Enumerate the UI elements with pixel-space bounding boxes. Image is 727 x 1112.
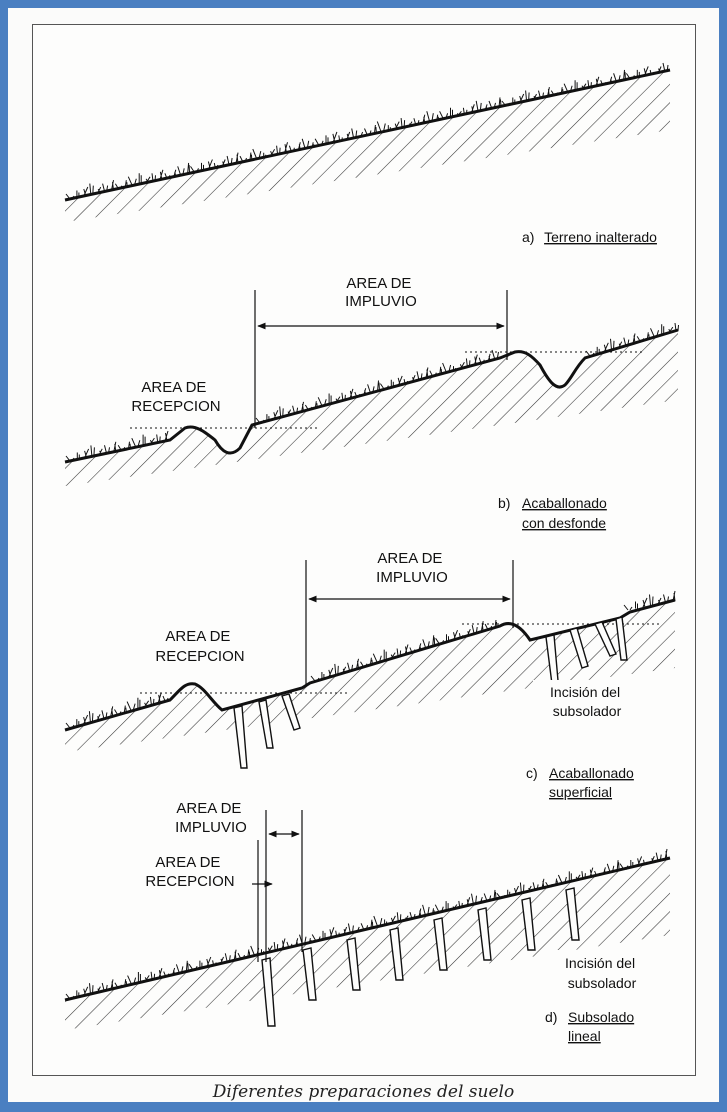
panel-a-label: a) Terreno inalterado: [522, 229, 657, 245]
figure-caption: Diferentes preparaciones del suelo: [212, 1082, 515, 1102]
subsoiler-cut: [233, 705, 248, 769]
subsoiler-cut: [346, 937, 361, 991]
subsoiler-cut: [258, 699, 274, 749]
grass-blades: [255, 349, 499, 424]
grass-blades: [623, 590, 676, 611]
panel-b-label: b) Acaballonado con desfonde: [498, 495, 611, 531]
subsoiler-cut: [521, 897, 536, 951]
subsoiler-cut: [477, 907, 492, 961]
subsoiler-cut: [565, 887, 580, 941]
panel-a: a) Terreno inalterado: [64, 62, 671, 245]
grass-b2: [255, 349, 499, 424]
grass-blades: [65, 430, 169, 462]
grass-blades: [65, 848, 668, 1000]
impluvio-label-b: AREA DE IMPLUVIO: [345, 275, 417, 310]
subsoiler-cut: [615, 616, 628, 661]
panel-b: AREA DE IMPLUVIO AREA DE RECEPCION b) Ac…: [64, 275, 679, 531]
recepcion-label-b: AREA DE RECEPCION: [131, 379, 220, 415]
soil-hatch-d: [65, 858, 670, 1030]
recepcion-label-d: AREA DE RECEPCION: [145, 854, 234, 890]
panel-c: AREA DE IMPLUVIO AREA DE RECEPCION Incis…: [64, 550, 676, 800]
grass-b1: [65, 430, 169, 462]
subsoiler-cut: [281, 693, 301, 731]
grass-blades: [65, 692, 169, 729]
subsoiler-cut: [302, 947, 317, 1001]
panel-d-label: d) Subsolado lineal: [545, 1009, 638, 1044]
grass-c3: [623, 590, 676, 611]
grass-c1: [65, 692, 169, 729]
subsoiler-cuts-c: [233, 616, 628, 769]
grass-d: [65, 848, 668, 1000]
panel-c-label: c) Acaballonado superficial: [526, 765, 638, 800]
impluvio-label-c: AREA DE IMPLUVIO: [376, 550, 448, 586]
grass-c2: [310, 619, 498, 682]
recepcion-label-c: AREA DE RECEPCION: [155, 628, 244, 665]
grass-a: [65, 62, 669, 200]
incision-label-d: Incisión del subsolador: [565, 955, 639, 991]
subsoiler-cut: [433, 917, 448, 971]
soil-hatch-a: [65, 70, 670, 222]
ground-surface-c: [64, 598, 676, 732]
grass-blades: [310, 619, 498, 682]
incision-label-c: Incisión del subsolador: [550, 684, 624, 719]
subsoiler-cut: [594, 621, 617, 657]
grass-blades: [585, 322, 679, 357]
panel-d: AREA DE IMPLUVIO AREA DE RECEPCION Incis…: [64, 800, 671, 1044]
soil-hatch-c: [65, 600, 675, 752]
incision-label-bg-c: [533, 680, 641, 722]
subsoiler-cut: [569, 627, 589, 669]
subsoiler-cut: [389, 927, 404, 981]
subsoiler-cuts-d: [261, 887, 580, 1027]
incision-label-bg-d: [548, 950, 656, 994]
grass-b3: [585, 322, 679, 357]
impluvio-label-d: AREA DE IMPLUVIO: [175, 800, 247, 836]
grass-blades: [65, 62, 669, 200]
subsoiler-cut: [261, 957, 276, 1027]
